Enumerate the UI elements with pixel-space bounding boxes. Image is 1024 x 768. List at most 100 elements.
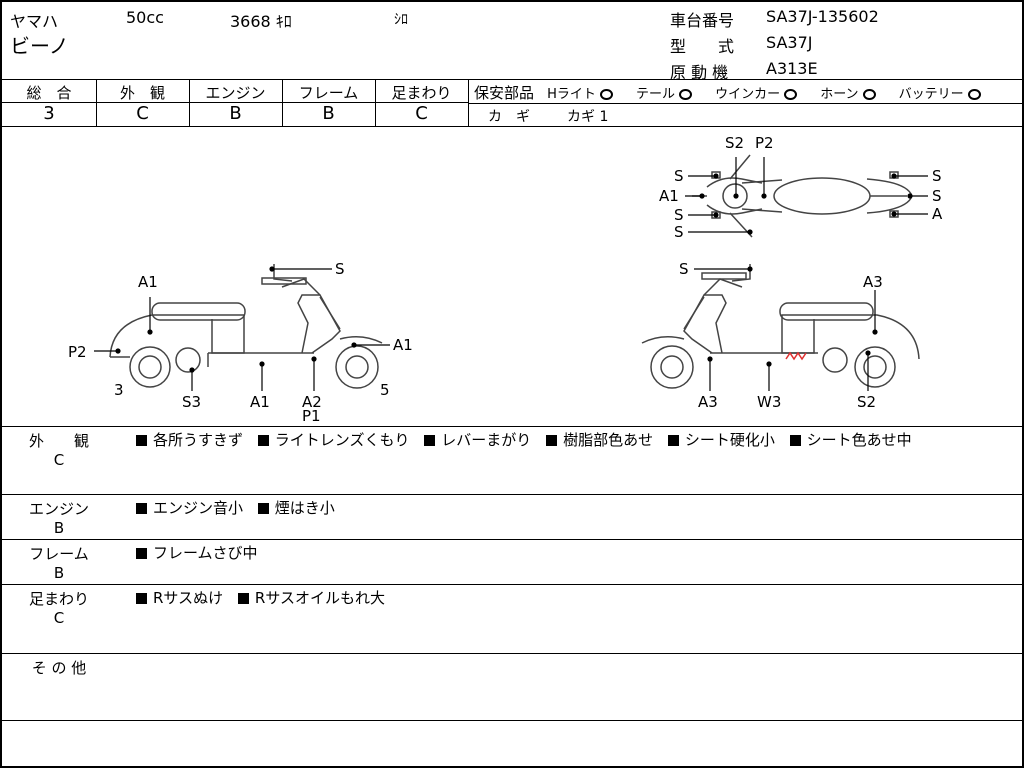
displacement: 50cc <box>126 8 164 27</box>
remark-item: レバーまがり <box>441 431 532 449</box>
label-right-a3-top: A3 <box>863 273 883 291</box>
bullet-icon <box>546 435 558 446</box>
label-left-p1: P1 <box>302 407 321 425</box>
frame-number-value: SA37J-135602 <box>766 7 879 26</box>
model-name: ビーノ <box>10 34 69 58</box>
divider <box>468 79 469 126</box>
rating-frame: B <box>322 103 335 124</box>
remark-item: 煙はき小 <box>274 499 335 517</box>
remark-items-exterior: 各所うすきず ライトレンズくもり レバーまがり 樹脂部色あせ シート硬化小 シー… <box>136 429 1008 451</box>
remark-item: 樹脂部色あせ <box>563 431 654 449</box>
label-right-s2: S2 <box>857 393 876 411</box>
remark-items-suspension: Rサスぬけ Rサスオイルもれ大 <box>136 587 385 609</box>
scooter-top-view <box>692 154 913 238</box>
label-left-s3: S3 <box>182 393 201 411</box>
remark-grade-engine: B <box>53 519 65 537</box>
remark-item: Rサスぬけ <box>153 589 224 607</box>
label-top-a: A <box>932 205 943 223</box>
ok-circle-icon <box>784 89 798 100</box>
label-left-a1-front: A1 <box>393 336 413 354</box>
bullet-icon <box>667 435 679 446</box>
bullet-icon <box>136 503 147 514</box>
label-left-3: 3 <box>114 381 124 399</box>
divider <box>2 584 1022 585</box>
remark-grade-frame: B <box>53 564 65 582</box>
rating-exterior: C <box>136 103 149 124</box>
bullet-icon <box>136 548 147 559</box>
ok-circle-icon <box>967 89 981 100</box>
label-left-a1-bottom: A1 <box>250 393 270 411</box>
remark-label-other: そ の 他 <box>31 659 87 677</box>
safety-label: 保安部品 <box>474 84 535 102</box>
remark-item: シート色あせ中 <box>806 431 912 449</box>
rating-header-frame: フレーム <box>298 84 359 102</box>
damage-diagram: A1 S P2 A1 3 S3 A1 A2 P1 5 S A3 A3 W3 S2… <box>68 134 943 425</box>
label-left-a1-top: A1 <box>138 273 158 291</box>
engine-model-value: A313E <box>766 59 818 78</box>
remark-label-engine: エンジン <box>28 500 89 518</box>
bullet-icon <box>257 503 269 514</box>
damage-mark <box>785 351 807 361</box>
safety-item-horn: ホーン <box>820 87 876 102</box>
rating-header-engine: エンジン <box>205 84 266 102</box>
ok-circle-icon <box>599 89 613 100</box>
ok-circle-icon <box>679 89 692 100</box>
bullet-icon <box>136 593 147 604</box>
label-left-s: S <box>335 260 345 278</box>
divider <box>2 102 468 103</box>
key-value: カギ 1 <box>567 109 609 125</box>
engine-model-label: 原 動 機 <box>670 63 729 82</box>
divider <box>2 494 1022 495</box>
label-top-s-3: S <box>674 223 684 241</box>
divider <box>2 79 1022 80</box>
safety-item-winker: ウインカー <box>715 87 798 102</box>
rating-header-suspension: 足まわり <box>391 84 452 102</box>
bullet-icon <box>424 435 436 446</box>
remark-item: ライトレンズくもり <box>274 431 410 449</box>
label-right-w3: W3 <box>757 393 781 411</box>
remark-items-frame: フレームさび中 <box>136 542 258 564</box>
key-label: カ ギ <box>488 109 530 125</box>
remark-item: Rサスオイルもれ大 <box>254 589 386 607</box>
label-left-a2: A2 <box>302 393 322 411</box>
divider <box>2 126 1022 127</box>
label-top-s-1: S <box>674 167 684 185</box>
label-top-s2: S2 <box>725 134 744 152</box>
frame-number-label: 車台番号 <box>670 11 735 30</box>
remark-grade-exterior: C <box>53 451 65 469</box>
type-label: 型 式 <box>670 37 735 56</box>
mileage: 3668 ｷﾛ <box>230 12 292 31</box>
remark-item: フレームさび中 <box>153 544 258 562</box>
safety-item-battery: バッテリー <box>899 87 981 102</box>
safety-parts: 保安部品 Hライト テール ウインカー ホーン バッテリー <box>474 82 981 103</box>
label-top-a1: A1 <box>659 187 679 205</box>
safety-item-tail: テール <box>636 87 692 102</box>
rating-overall: 3 <box>43 103 55 124</box>
divider <box>2 539 1022 540</box>
bullet-icon <box>237 593 249 604</box>
label-top-s-5: S <box>932 187 942 205</box>
divider <box>2 426 1022 427</box>
rating-engine: B <box>229 103 242 124</box>
remark-grade-suspension: C <box>53 609 65 627</box>
maker: ヤマハ <box>10 12 59 31</box>
label-right-s: S <box>679 260 689 278</box>
remark-label-frame: フレーム <box>29 545 89 563</box>
rating-header-exterior: 外 観 <box>119 84 165 102</box>
remark-items-engine: エンジン音小 煙はき小 <box>136 497 335 519</box>
divider <box>468 103 1022 104</box>
rating-header-overall: 総 合 <box>26 84 72 102</box>
body-color: ｼﾛ <box>394 12 408 28</box>
label-top-s-2: S <box>674 206 684 224</box>
bullet-icon <box>136 435 147 446</box>
safety-item-headlight: Hライト <box>547 87 613 102</box>
remark-item: 各所うすきず <box>153 431 244 449</box>
label-left-p2: P2 <box>68 343 87 361</box>
label-top-p2: P2 <box>755 134 774 152</box>
scooter-left-view <box>109 264 383 389</box>
bullet-icon <box>789 435 801 446</box>
bullet-icon <box>257 435 269 446</box>
ok-circle-icon <box>862 89 876 100</box>
scooter-right-view <box>641 264 920 389</box>
